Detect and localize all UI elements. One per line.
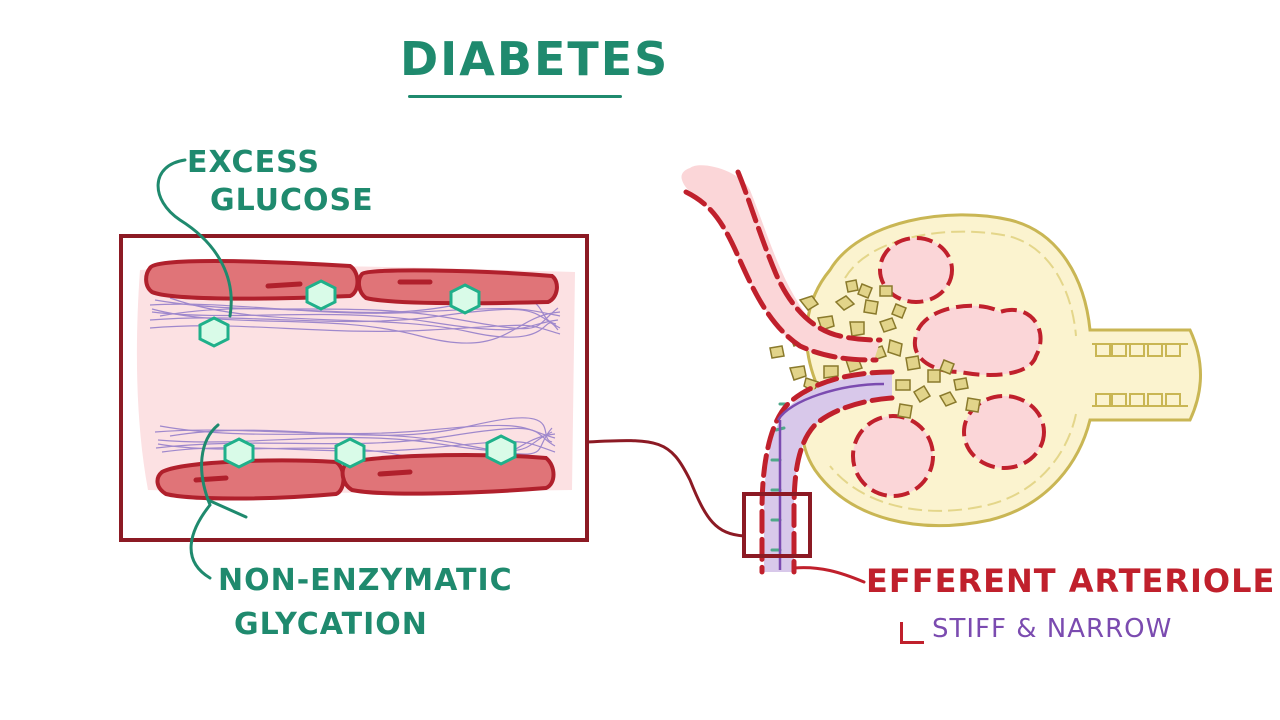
title-underline (408, 95, 622, 98)
collagen-fibers-top (149, 296, 561, 344)
capsule-inner-line (829, 230, 1077, 512)
page-title: DIABETES (400, 32, 670, 86)
efferent-arteriole-label: EFFERENT ARTERIOLE (866, 562, 1276, 600)
hexagon-glucose-icon (334, 437, 366, 469)
glucose-molecules (198, 279, 517, 469)
zoom-connector-line (586, 439, 745, 538)
glycation-label-line2: GLYCATION (234, 607, 428, 642)
efferent-label-pointer (792, 566, 866, 584)
zoom-box-frame (119, 234, 589, 542)
hexagon-glucose-icon (485, 434, 517, 466)
glomerulus (681, 165, 1202, 575)
afferent-arteriole (681, 165, 883, 363)
stiff-narrow-label: STIFF & NARROW (932, 614, 1173, 644)
hexagon-glucose-icon (449, 283, 481, 315)
excess-glucose-label-line1: EXCESS (187, 145, 320, 180)
hexagon-glucose-icon (223, 437, 255, 469)
vessel-cross-section (119, 234, 589, 542)
excess-glucose-leader (156, 158, 233, 318)
hexagon-glucose-icon (198, 316, 230, 348)
efferent-zoom-square (742, 492, 812, 558)
stiff-bracket-line (900, 622, 924, 644)
tubule-brush-border (1092, 343, 1188, 407)
hexagon-glucose-icon (305, 279, 337, 311)
excess-glucose-label-line2: GLUCOSE (210, 183, 374, 218)
stiff-narrow-row: STIFF & NARROW (900, 614, 1172, 644)
efferent-arteriole (759, 369, 895, 575)
endothelial-cells-top (144, 259, 559, 306)
glycation-label-line1: NON-ENZYMATIC (218, 563, 513, 598)
glycation-leader (189, 423, 220, 580)
capillary-loops (851, 236, 1046, 498)
vessel-lumen (136, 266, 575, 493)
